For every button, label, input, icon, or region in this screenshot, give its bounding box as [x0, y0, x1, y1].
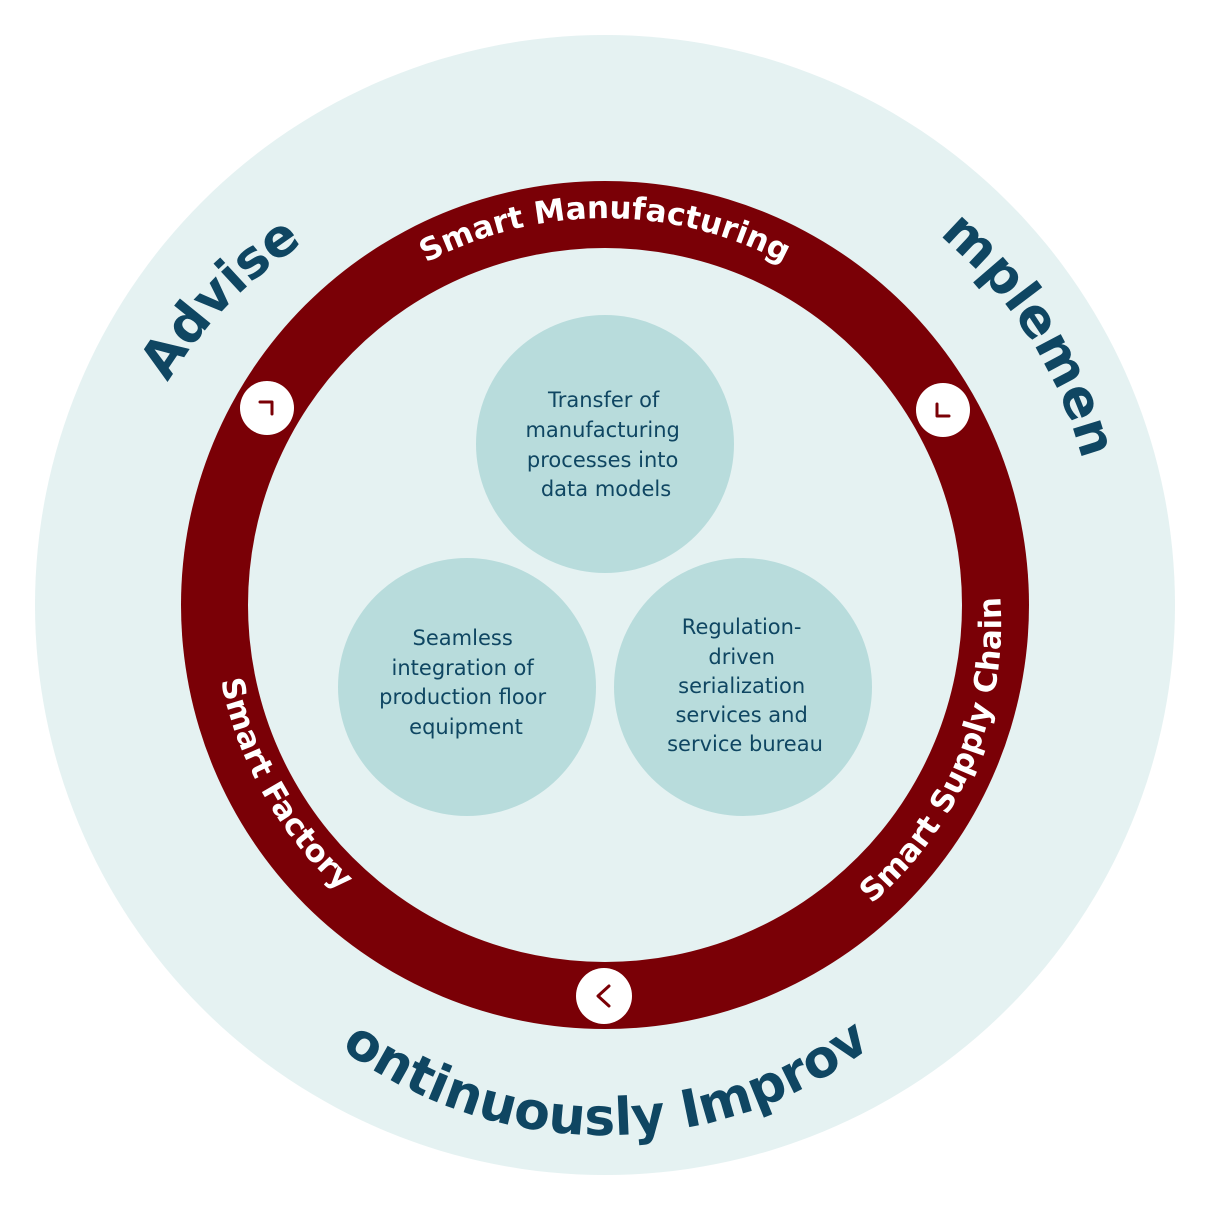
bubble-right: [614, 558, 872, 816]
bubble-left: [338, 558, 596, 816]
bubble-top: [476, 315, 734, 573]
chevron-down-icon: [916, 383, 970, 437]
chevron-right-icon: [240, 381, 294, 435]
bubble-top-text: Transfer of manufacturing processes into…: [525, 388, 686, 501]
bubble-right-text: Regulation- driven serialization service…: [667, 615, 823, 756]
chevron-left-icon: [576, 968, 632, 1024]
bubble-left-text: Seamless integration of production floor…: [379, 626, 553, 739]
